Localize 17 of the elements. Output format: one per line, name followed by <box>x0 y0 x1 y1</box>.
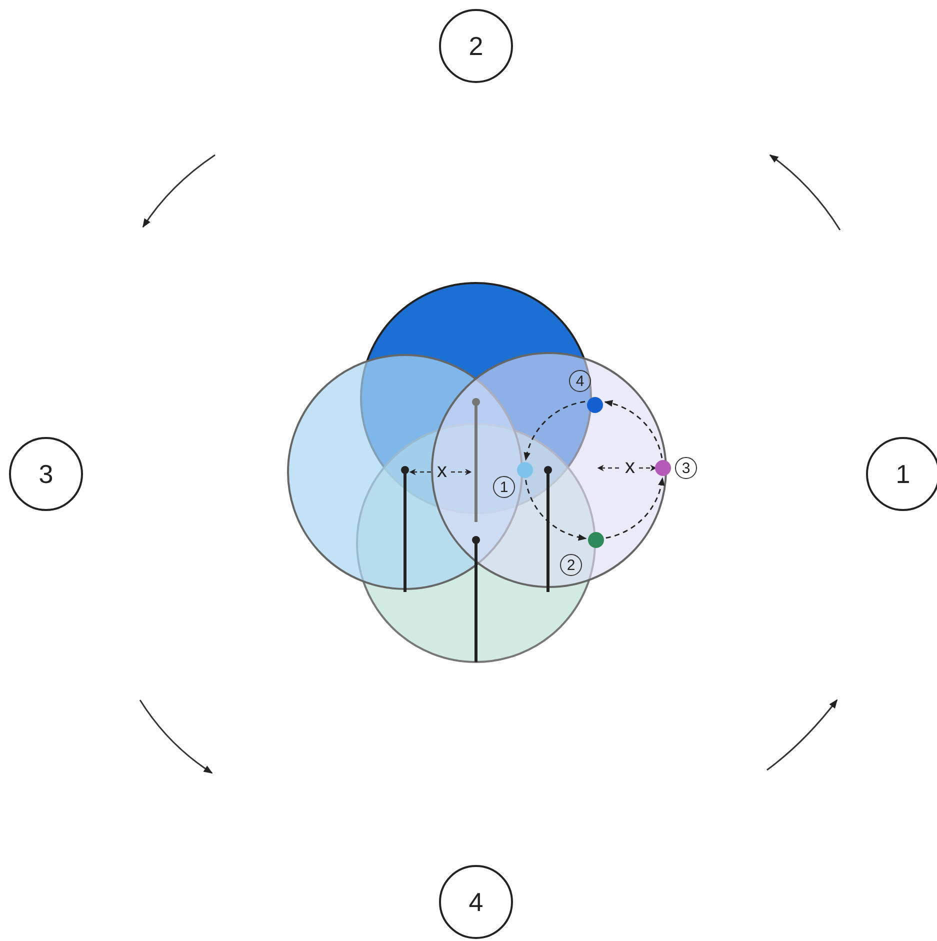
dimension-label: x <box>436 461 448 481</box>
callout-number: 2 <box>468 30 484 62</box>
callout-number: 4 <box>569 370 591 392</box>
point-marker <box>655 460 671 476</box>
callout-number: 2 <box>560 554 582 576</box>
dashed-arrow <box>604 400 663 458</box>
dashed-arrow <box>524 400 586 461</box>
callout-number: 1 <box>896 458 910 490</box>
dimension-label: x <box>624 457 636 477</box>
point-marker <box>588 532 604 548</box>
callout-number: 1 <box>493 476 515 498</box>
point-marker <box>587 397 603 413</box>
dashed-arrow <box>525 480 587 541</box>
dashed-arrow <box>606 477 665 539</box>
callout-number: 3 <box>38 458 54 490</box>
callout-number: 4 <box>468 886 484 918</box>
callout-number: 3 <box>675 457 697 479</box>
